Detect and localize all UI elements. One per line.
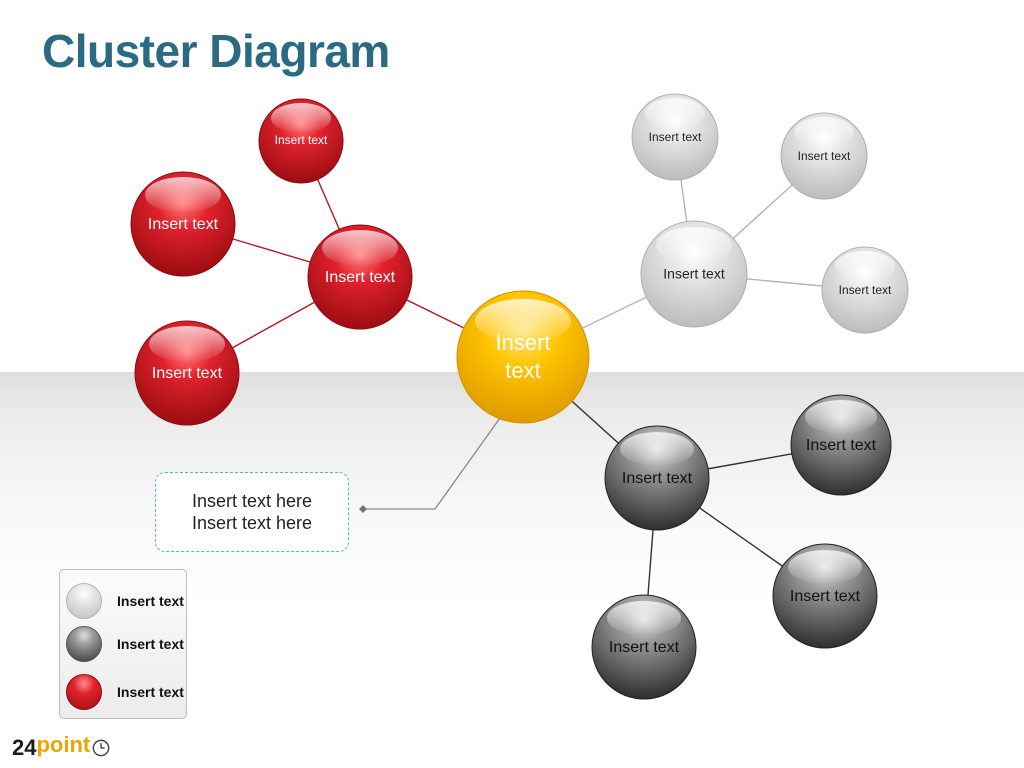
legend-label: Insert text bbox=[117, 593, 184, 609]
center-node-label-line1: Insert bbox=[495, 330, 550, 355]
dark-satellite-right-top[interactable]: Insert text bbox=[790, 394, 892, 496]
red-satellite-left-label: Insert text bbox=[148, 216, 219, 233]
red-hub[interactable]: Insert text bbox=[307, 224, 413, 330]
dark-satellite-right-bottom[interactable]: Insert text bbox=[772, 543, 878, 649]
callout-line-2: Insert text here bbox=[191, 513, 313, 533]
dark-satellite-right-bottom-label: Insert text bbox=[790, 588, 861, 605]
legend-label: Insert text bbox=[117, 636, 184, 652]
legend: Insert text Insert text Insert text bbox=[59, 569, 187, 719]
legend-label: Insert text bbox=[117, 684, 184, 700]
light-satellite-right[interactable]: Insert text bbox=[821, 246, 909, 334]
legend-item-light-gray: Insert text bbox=[66, 583, 184, 619]
callout-connector-dot bbox=[359, 505, 367, 513]
dark-hub-label: Insert text bbox=[622, 470, 693, 487]
legend-swatch-light-gray bbox=[66, 583, 102, 619]
red-satellite-left[interactable]: Insert text bbox=[130, 171, 236, 277]
red-satellite-top[interactable]: Insert text bbox=[258, 98, 344, 184]
legend-item-dark-gray: Insert text bbox=[66, 626, 184, 662]
dark-hub[interactable]: Insert text bbox=[604, 425, 710, 531]
legend-item-red: Insert text bbox=[66, 674, 184, 710]
legend-swatch-red bbox=[66, 674, 102, 710]
dark-satellite-bottom-label: Insert text bbox=[609, 639, 680, 656]
center-node[interactable]: Insert text bbox=[456, 290, 590, 424]
brand-logo: 24 point bbox=[12, 732, 110, 763]
logo-number: 24 bbox=[12, 735, 37, 760]
page-title: Cluster Diagram bbox=[42, 25, 390, 77]
logo-word: point bbox=[36, 732, 91, 757]
callout-connector bbox=[363, 417, 501, 510]
callout-box[interactable]: Insert text here Insert text here bbox=[155, 472, 349, 552]
light-hub-label: Insert text bbox=[663, 266, 725, 282]
dark-satellite-right-top-label: Insert text bbox=[806, 437, 877, 454]
red-hub-label: Insert text bbox=[325, 269, 396, 286]
light-hub[interactable]: Insert text bbox=[640, 220, 748, 328]
light-satellite-top-label: Insert text bbox=[649, 130, 702, 144]
light-satellite-right-top[interactable]: Insert text bbox=[780, 112, 868, 200]
light-satellite-top[interactable]: Insert text bbox=[631, 93, 719, 181]
legend-swatch-dark-gray bbox=[66, 626, 102, 662]
light-satellite-right-top-label: Insert text bbox=[798, 149, 851, 163]
center-node-label-line2: text bbox=[505, 358, 540, 383]
callout-line-1: Insert text here bbox=[191, 491, 313, 511]
light-satellite-right-label: Insert text bbox=[839, 283, 892, 297]
red-satellite-top-label: Insert text bbox=[275, 133, 328, 147]
dark-satellite-bottom[interactable]: Insert text bbox=[591, 594, 697, 700]
clock-icon bbox=[92, 739, 110, 757]
red-satellite-bottom[interactable]: Insert text bbox=[134, 320, 240, 426]
red-satellite-bottom-label: Insert text bbox=[152, 365, 223, 382]
